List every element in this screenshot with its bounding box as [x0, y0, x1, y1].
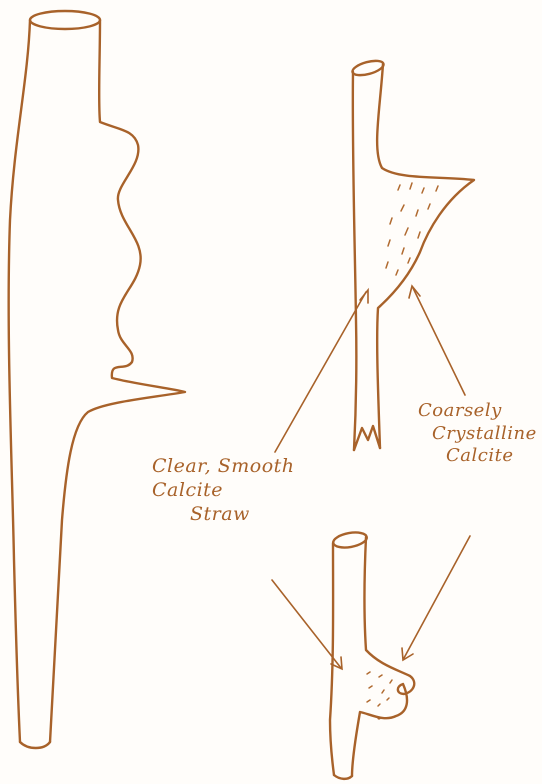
label-crystalline-line-1: Coarsely — [418, 400, 537, 423]
large-stalactite-left-outline — [9, 20, 30, 742]
large-stalactite — [9, 11, 185, 748]
label-coarsely-crystalline-calcite: Coarsely Crystalline Calcite — [418, 400, 537, 468]
label-straw-line-1: Clear, Smooth — [152, 455, 295, 479]
label-clear-smooth-calcite-straw: Clear, Smooth Calcite Straw — [152, 455, 295, 526]
large-stalactite-right-outline — [50, 20, 185, 742]
middle-stalactite-right-outline — [377, 64, 474, 448]
middle-stalactite — [351, 58, 474, 450]
arrow-straw-lower — [272, 580, 341, 668]
small-stalactite — [330, 530, 414, 779]
large-stalactite-opening — [30, 11, 100, 29]
arrow-straw-upper — [275, 292, 366, 452]
label-straw-line-3: Straw — [152, 503, 295, 527]
ink-dot — [377, 716, 380, 719]
label-straw-line-2: Calcite — [152, 479, 295, 503]
arrow-crystalline-lower-head — [402, 648, 413, 660]
arrow-crystalline-upper — [413, 288, 465, 395]
label-crystalline-line-2: Crystalline — [432, 423, 537, 446]
arrow-crystalline-lower — [404, 536, 470, 658]
small-crystal-flecks — [367, 672, 392, 706]
middle-stalactite-opening — [351, 58, 385, 78]
large-stalactite-tip — [20, 742, 50, 748]
small-stalactite-opening — [332, 530, 368, 550]
label-crystalline-line-3: Calcite — [446, 445, 537, 468]
middle-stalactite-tip — [354, 426, 380, 450]
arrows — [272, 286, 470, 669]
small-stalactite-tip — [334, 775, 352, 779]
middle-stalactite-left-outline — [353, 72, 357, 450]
